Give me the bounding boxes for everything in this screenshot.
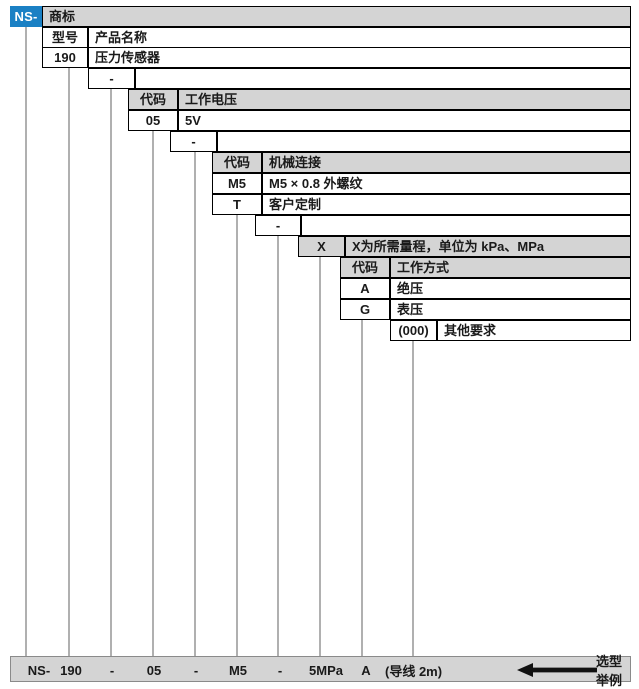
range-code-header-text: X — [317, 239, 326, 254]
mechanical-code-cell-1: T — [212, 194, 262, 215]
voltage-code-cell-0: 05 — [128, 110, 178, 131]
mode-label-text-0: 绝压 — [397, 281, 424, 296]
mechanical-code-text-1: T — [233, 197, 241, 212]
model-code-cell-0: 190 — [42, 47, 88, 68]
connector-line-voltage — [152, 131, 154, 656]
voltage-label-header-text: 工作电压 — [185, 92, 238, 107]
example-token-0: NS- — [27, 662, 51, 678]
mode-code-cell-1: G — [340, 299, 390, 320]
connector-line-brand — [25, 25, 27, 656]
connector-line-other — [412, 341, 414, 656]
separator-cell-3: - — [255, 215, 301, 236]
brand-label-cell: 商标 — [42, 6, 631, 27]
voltage-code-text-0: 05 — [145, 113, 161, 128]
other-code-header-cell: (000) — [390, 320, 437, 341]
brand-code-cell: NS- — [10, 6, 42, 27]
range-code-header-cell: X — [298, 236, 345, 257]
mechanical-label-header-cell: 机械连接 — [262, 152, 631, 173]
voltage-code-header-text: 代码 — [139, 92, 166, 107]
voltage-label-cell-0: 5V — [178, 110, 631, 131]
connector-line-dash3 — [277, 236, 279, 656]
separator-cell-2: - — [170, 131, 217, 152]
mode-code-text-1: G — [359, 302, 371, 317]
mechanical-code-header-text: 代码 — [223, 155, 250, 170]
separator-text-3: - — [275, 218, 281, 233]
brand-code-text: NS- — [14, 9, 38, 24]
example-token-8: A — [361, 662, 371, 678]
connector-line-dash1 — [110, 89, 112, 656]
example-token-7: 5MPa — [309, 662, 343, 678]
connector-line-model — [68, 67, 70, 656]
separator-filler-2 — [217, 131, 631, 152]
mechanical-code-text-0: M5 — [227, 176, 247, 191]
model-label-header-cell: 产品名称 — [88, 27, 631, 48]
example-token-2: - — [109, 662, 115, 678]
brand-label-text: 商标 — [49, 9, 76, 24]
example-bar: NS- 190 - 05 - M5 - 5MPa A (导线 2m) 选型举例 — [10, 654, 631, 688]
example-token-3: 05 — [146, 662, 162, 678]
separator-filler-1 — [135, 68, 631, 89]
separator-text-1: - — [109, 71, 114, 86]
mode-label-cell-0: 绝压 — [390, 278, 631, 299]
model-code-text-0: 190 — [54, 50, 76, 65]
mechanical-label-cell-0: M5 × 0.8 外螺纹 — [262, 173, 631, 194]
mechanical-label-header-text: 机械连接 — [269, 155, 322, 170]
connector-line-mechanical — [236, 215, 238, 656]
connector-line-range — [319, 257, 321, 656]
separator-cell-1: - — [88, 68, 135, 89]
mechanical-code-cell-0: M5 — [212, 173, 262, 194]
mechanical-label-cell-1: 客户定制 — [262, 194, 631, 215]
model-label-header-text: 产品名称 — [95, 30, 148, 45]
mode-label-header-text: 工作方式 — [397, 260, 450, 275]
voltage-label-text-0: 5V — [185, 113, 201, 128]
range-label-header-text: X为所需量程，单位为 kPa、MPa — [352, 239, 545, 254]
other-label-header-text: 其他要求 — [444, 323, 497, 338]
mode-code-text-0: A — [360, 281, 370, 296]
mode-label-header-cell: 工作方式 — [390, 257, 631, 278]
example-token-4: - — [193, 662, 199, 678]
separator-filler-3 — [301, 215, 631, 236]
example-token-6: - — [277, 662, 283, 678]
connector-line-mode — [361, 320, 363, 656]
connector-line-dash2 — [194, 152, 196, 656]
example-token-5: M5 — [228, 662, 248, 678]
other-code-header-text: (000) — [398, 323, 429, 338]
mode-code-header-text: 代码 — [351, 260, 378, 275]
left-arrow-icon — [517, 657, 597, 683]
mode-label-text-1: 表压 — [397, 302, 424, 317]
example-token-9: (导线 2m) — [385, 663, 443, 679]
model-code-header-cell: 型号 — [42, 27, 88, 48]
mechanical-label-text-1: 客户定制 — [269, 197, 322, 212]
example-legend-text: 选型举例 — [596, 654, 623, 688]
model-label-text-0: 压力传感器 — [95, 50, 161, 65]
range-label-header-cell: X为所需量程，单位为 kPa、MPa — [345, 236, 631, 257]
other-label-header-cell: 其他要求 — [437, 320, 631, 341]
mode-label-cell-1: 表压 — [390, 299, 631, 320]
mechanical-code-header-cell: 代码 — [212, 152, 262, 173]
voltage-label-header-cell: 工作电压 — [178, 89, 631, 110]
mode-code-cell-0: A — [340, 278, 390, 299]
voltage-code-header-cell: 代码 — [128, 89, 178, 110]
model-code-header-text: 型号 — [51, 30, 78, 45]
mode-code-header-cell: 代码 — [340, 257, 390, 278]
separator-text-2: - — [191, 134, 196, 149]
model-label-cell-0: 压力传感器 — [88, 47, 631, 68]
mechanical-label-text-0: M5 × 0.8 外螺纹 — [269, 176, 363, 191]
example-token-1: 190 — [60, 662, 82, 678]
